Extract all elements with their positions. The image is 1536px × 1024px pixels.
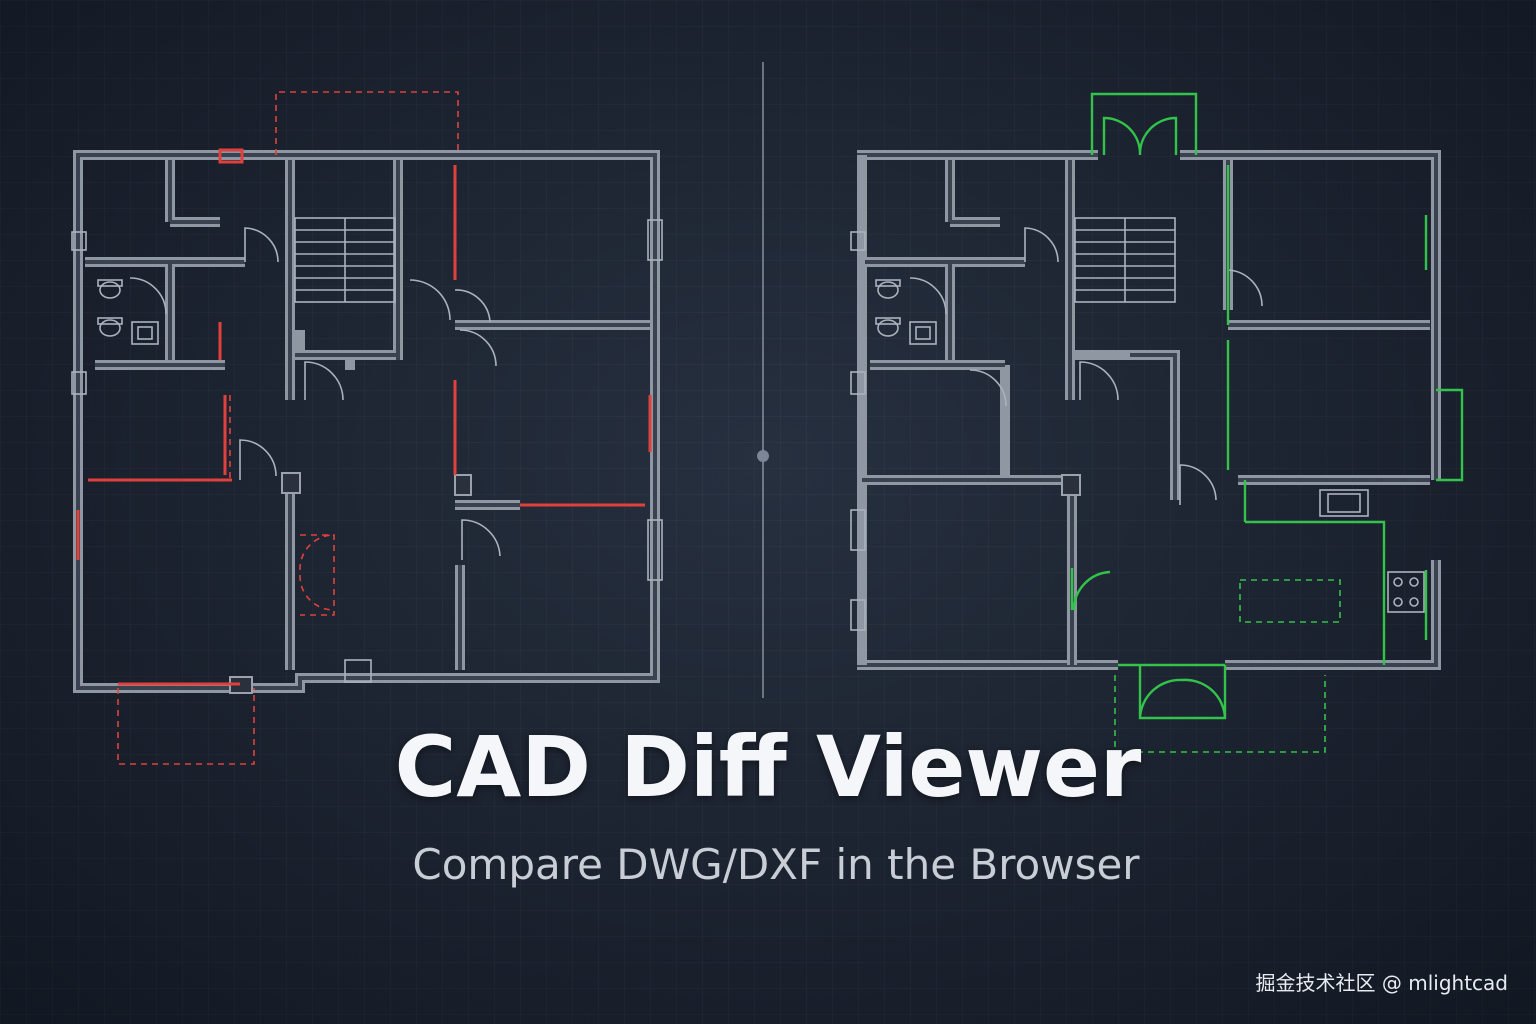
removed-elements (76, 91, 652, 765)
split-divider[interactable] (762, 62, 764, 698)
watermark-text: 掘金技术社区 @ mlightcad (1255, 971, 1508, 995)
left-floor-plan (71, 91, 663, 765)
divider-handle[interactable] (757, 450, 769, 462)
page-subtitle: Compare DWG/DXF in the Browser (412, 840, 1140, 889)
right-floor-plan (850, 92, 1464, 753)
page-title: CAD Diff Viewer (394, 718, 1142, 816)
added-elements (1070, 92, 1464, 753)
